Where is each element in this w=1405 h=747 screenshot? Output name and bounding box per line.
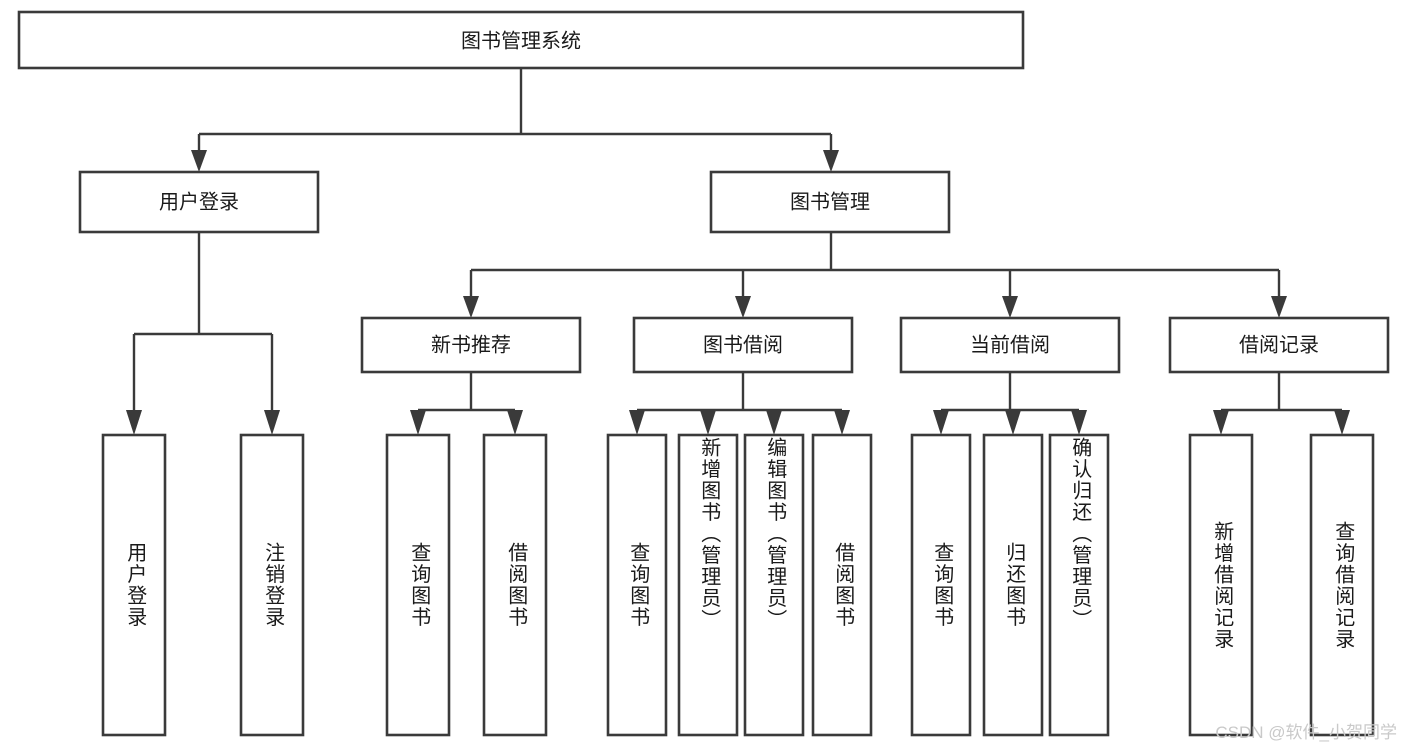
leaf-box-edit-book-admin[interactable]: [743, 433, 805, 737]
arrow-records-to-add: [1213, 410, 1229, 435]
connector-group-root: [191, 68, 839, 172]
arrow-root-to-book-mgmt: [823, 150, 839, 172]
arrow-borrow-to-edit: [766, 410, 782, 435]
node-user-login-box[interactable]: [78, 170, 320, 234]
node-book-management-label: 图书管理: [790, 190, 870, 213]
leaf-box-query-borrow-record[interactable]: [1309, 433, 1375, 737]
arrow-current-to-confirm: [1071, 410, 1087, 435]
node-current-borrow-box[interactable]: [899, 316, 1121, 374]
node-book-borrow[interactable]: 图书借阅: [632, 316, 854, 374]
node-book-borrow-label: 图书借阅: [703, 333, 783, 356]
node-book-management[interactable]: 图书管理: [709, 170, 951, 234]
node-current-borrow[interactable]: 当前借阅: [899, 316, 1121, 374]
node-new-book-recommend[interactable]: 新书推荐: [360, 316, 582, 374]
leaf-box-borrow-book-newbook[interactable]: [482, 433, 548, 737]
leaf-box-return-book[interactable]: [982, 433, 1044, 737]
csdn-watermark: CSDN @软件_小贺同学: [1215, 723, 1397, 742]
arrow-newbook-to-borrow: [507, 410, 523, 435]
arrow-root-to-user-login: [191, 150, 207, 172]
leaf-box-query-book-borrow[interactable]: [606, 433, 668, 737]
leaf-box-confirm-return-admin[interactable]: [1048, 433, 1110, 737]
node-user-login[interactable]: 用户登录: [78, 170, 320, 234]
arrow-bookmgmt-to-new-book: [463, 296, 479, 318]
node-root-label: 图书管理系统: [461, 29, 581, 52]
arrow-userlogin-to-login: [126, 410, 142, 435]
connector-group-book-mgmt: [463, 232, 1287, 318]
connector-group-new-book: [410, 372, 523, 435]
arrow-current-to-query: [933, 410, 949, 435]
node-borrow-records-box[interactable]: [1168, 316, 1390, 374]
arrow-bookmgmt-to-records: [1271, 296, 1287, 318]
node-borrow-records[interactable]: 借阅记录: [1168, 316, 1390, 374]
arrow-borrow-to-query: [629, 410, 645, 435]
connector-group-user-login: [126, 232, 280, 435]
leaf-box-query-book-current[interactable]: [910, 433, 972, 737]
node-book-management-box[interactable]: [709, 170, 951, 234]
connector-group-borrow-records: [1213, 372, 1350, 435]
leaf-box-lend-book[interactable]: [811, 433, 873, 737]
arrow-records-to-query: [1334, 410, 1350, 435]
arrow-borrow-to-add: [700, 410, 716, 435]
leaf-box-add-borrow-record[interactable]: [1188, 433, 1254, 737]
node-new-book-recommend-label: 新书推荐: [431, 333, 511, 356]
arrow-newbook-to-query: [410, 410, 426, 435]
connector-group-book-borrow: [629, 372, 850, 435]
connector-group-current-borrow: [933, 372, 1087, 435]
leaf-box-add-book-admin[interactable]: [677, 433, 739, 737]
leaf-box-query-book-newbook[interactable]: [385, 433, 451, 737]
leaf-box-logout-login[interactable]: [239, 433, 305, 737]
node-borrow-records-label: 借阅记录: [1239, 333, 1319, 356]
arrow-bookmgmt-to-borrow: [735, 296, 751, 318]
node-current-borrow-label: 当前借阅: [970, 333, 1050, 356]
arrow-current-to-return: [1005, 410, 1021, 435]
arrow-bookmgmt-to-current: [1002, 296, 1018, 318]
arrow-userlogin-to-logout: [264, 410, 280, 435]
leaf-box-user-login[interactable]: [101, 433, 167, 737]
leaf-boxes: [101, 433, 1375, 737]
node-book-borrow-box[interactable]: [632, 316, 854, 374]
node-user-login-label: 用户登录: [159, 190, 239, 213]
node-root-box[interactable]: [17, 10, 1025, 70]
node-new-book-recommend-box[interactable]: [360, 316, 582, 374]
arrow-borrow-to-lend: [834, 410, 850, 435]
node-root[interactable]: 图书管理系统: [17, 10, 1025, 70]
